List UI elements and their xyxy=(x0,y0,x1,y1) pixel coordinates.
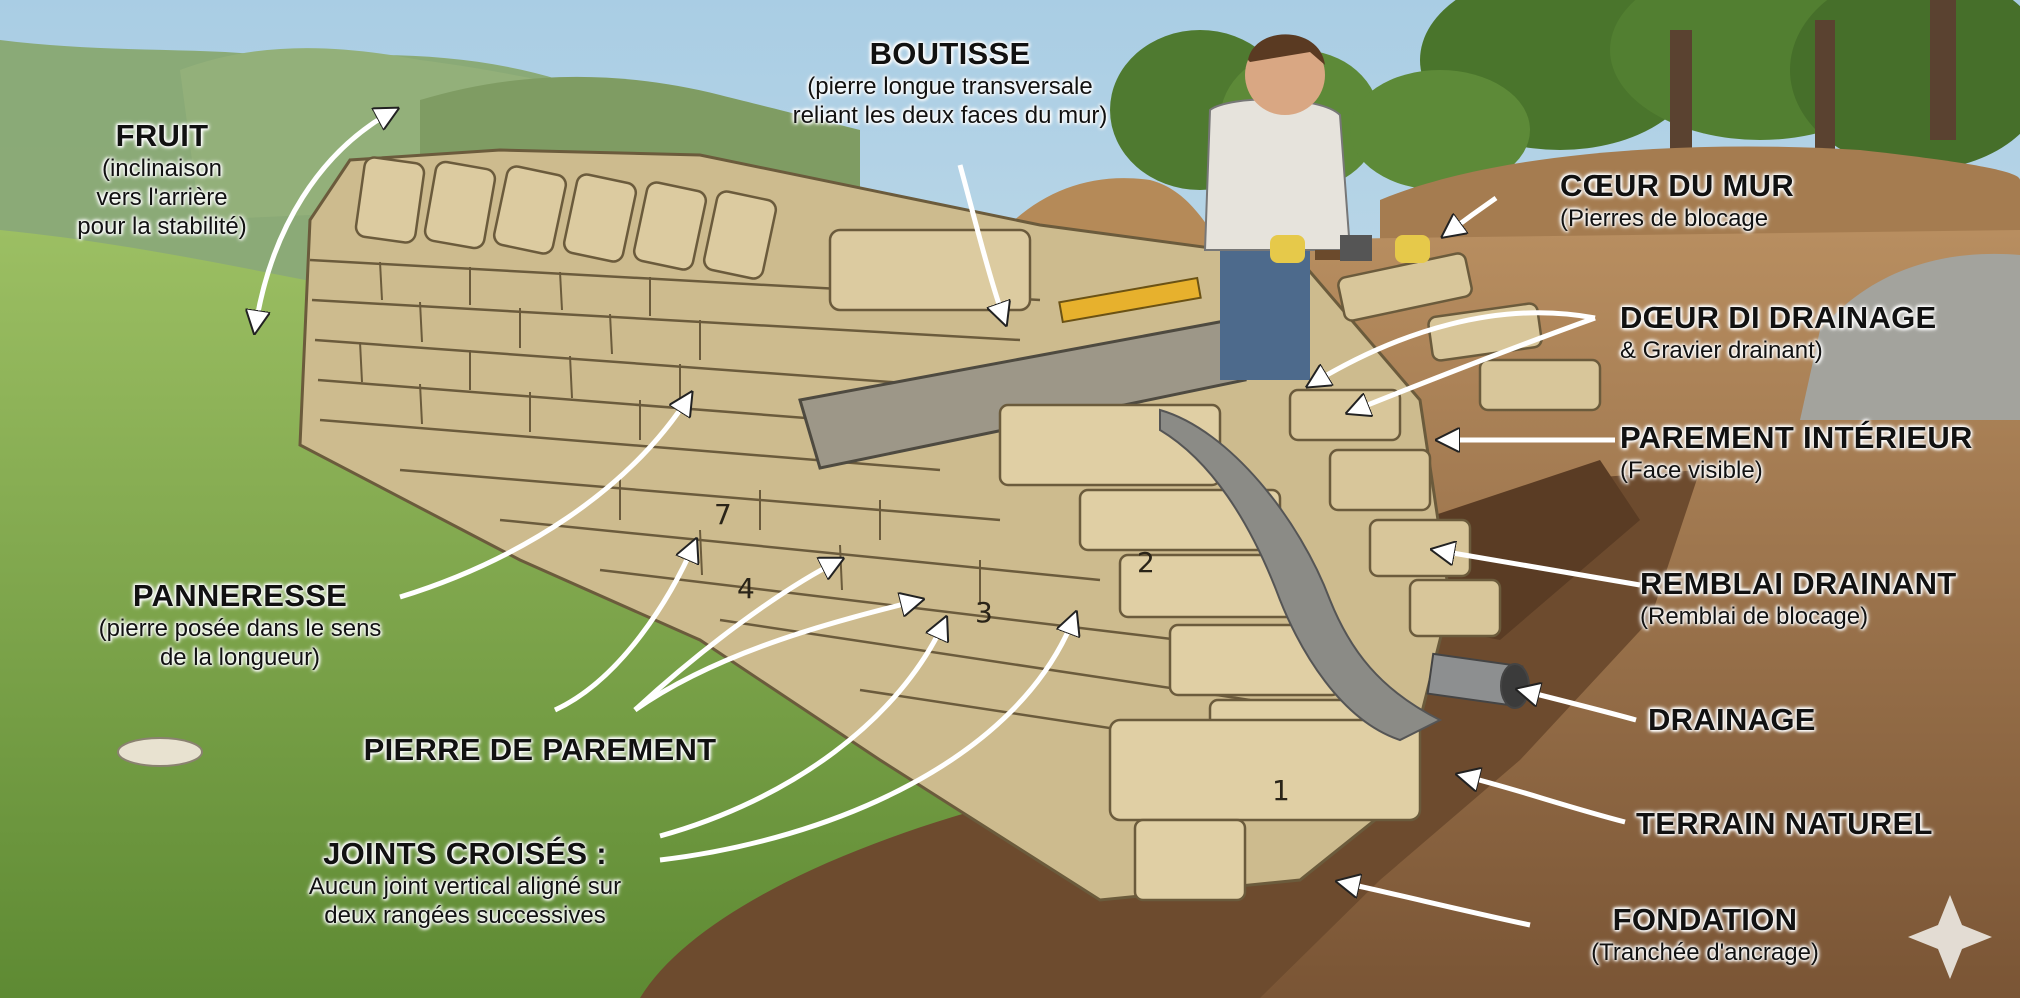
fondation-arrow xyxy=(1340,882,1531,928)
sparkle-icon xyxy=(1908,895,1992,979)
panneresse-arrow xyxy=(399,395,690,600)
label-terrain: TERRAIN NATUREL xyxy=(1636,806,1956,842)
terrain-arrow xyxy=(1460,775,1626,825)
label-drainage-title: DRAINAGE xyxy=(1648,702,1816,737)
label-terrain-title: TERRAIN NATUREL xyxy=(1636,806,1933,841)
parement-arrow-2 xyxy=(633,560,840,712)
label-doeur: DŒUR DI DRAINAGE & Gravier drainant) xyxy=(1620,300,1980,365)
stone-number: 3 xyxy=(975,596,993,629)
label-pierre-parement: PIERRE DE PAREMENT xyxy=(320,732,760,768)
remblai-arrow xyxy=(1435,550,1641,588)
label-boutisse-line: reliant les deux faces du mur) xyxy=(792,102,1108,129)
label-boutisse-line: (pierre longue transversale xyxy=(807,73,1093,100)
label-panneresse-line: (pierre posée dans le sens xyxy=(98,615,382,642)
label-joints: JOINTS CROISÉS : Aucun joint vertical al… xyxy=(230,836,700,930)
joints-arrow-1 xyxy=(659,620,945,839)
small-stone xyxy=(117,737,203,767)
gravel-core xyxy=(1159,408,1443,742)
label-coeur: CŒUR DU MUR (Pierres de blocage xyxy=(1560,168,1860,233)
stone-wall xyxy=(298,148,1452,902)
spirit-level xyxy=(1058,276,1202,324)
label-pierre-parement-title: PIERRE DE PAREMENT xyxy=(363,732,717,767)
label-remblai-line: (Remblai de blocage) xyxy=(1640,603,1869,630)
label-coeur-title: CŒUR DU MUR xyxy=(1560,168,1795,203)
doeur-arrow-2 xyxy=(1350,315,1596,412)
stone-number: 7 xyxy=(714,498,732,531)
label-boutisse-title: BOUTISSE xyxy=(869,36,1031,71)
label-fondation-line: (Tranchée d'ancrage) xyxy=(1591,939,1819,966)
parement-arrow-1 xyxy=(553,542,695,713)
label-remblai-title: REMBLAI DRAINANT xyxy=(1640,566,1957,601)
callout-arrows xyxy=(255,110,1641,928)
label-joints-line: deux rangées successives xyxy=(324,902,606,929)
coeur-arrow xyxy=(1445,195,1498,235)
label-panneresse-line: de la longueur) xyxy=(159,644,321,671)
label-fruit-title: FRUIT xyxy=(115,118,209,153)
label-fruit-line: pour la stabilité) xyxy=(77,213,247,240)
label-joints-title: JOINTS CROISÉS : xyxy=(323,836,607,871)
label-parement-interieur-title: PAREMENT INTÉRIEUR xyxy=(1620,420,1973,455)
label-drainage: DRAINAGE xyxy=(1648,702,1868,738)
label-fruit-line: vers l'arrière xyxy=(96,184,228,211)
gravel-pile xyxy=(1800,253,2020,420)
label-fondation: FONDATION (Tranchée d'ancrage) xyxy=(1540,902,1870,967)
boutisse-arrow xyxy=(957,164,1005,322)
stone-number: 2 xyxy=(1137,546,1155,579)
label-boutisse: BOUTISSE (pierre longue transversale rel… xyxy=(710,36,1190,130)
label-coeur-line: (Pierres de blocage xyxy=(1560,205,1769,232)
label-panneresse: PANNERESSE (pierre posée dans le sens de… xyxy=(60,578,420,672)
label-fruit-line: (inclinaison xyxy=(101,155,223,182)
label-panneresse-title: PANNERESSE xyxy=(132,578,348,613)
label-fruit: FRUIT (inclinaison vers l'arrière pour l… xyxy=(62,118,262,241)
label-doeur-title: DŒUR DI DRAINAGE xyxy=(1620,300,1937,335)
worker xyxy=(1203,34,1430,380)
stone-number: 4 xyxy=(737,572,755,605)
label-fondation-title: FONDATION xyxy=(1612,902,1798,937)
label-remblai: REMBLAI DRAINANT (Remblai de blocage) xyxy=(1640,566,2000,631)
label-joints-line: Aucun joint vertical aligné sur xyxy=(308,873,622,900)
parement-arrow-3 xyxy=(633,600,920,713)
fruit-arrow xyxy=(255,110,395,330)
label-doeur-line: & Gravier drainant) xyxy=(1620,337,1823,364)
doeur-arrow-1 xyxy=(1310,310,1596,385)
stone-number: 1 xyxy=(1272,774,1290,807)
label-parement-interieur: PAREMENT INTÉRIEUR (Face visible) xyxy=(1620,420,2010,485)
label-parement-interieur-line: (Face visible) xyxy=(1620,457,1763,484)
drainage-arrow xyxy=(1520,690,1637,723)
joints-arrow-2 xyxy=(659,615,1075,863)
